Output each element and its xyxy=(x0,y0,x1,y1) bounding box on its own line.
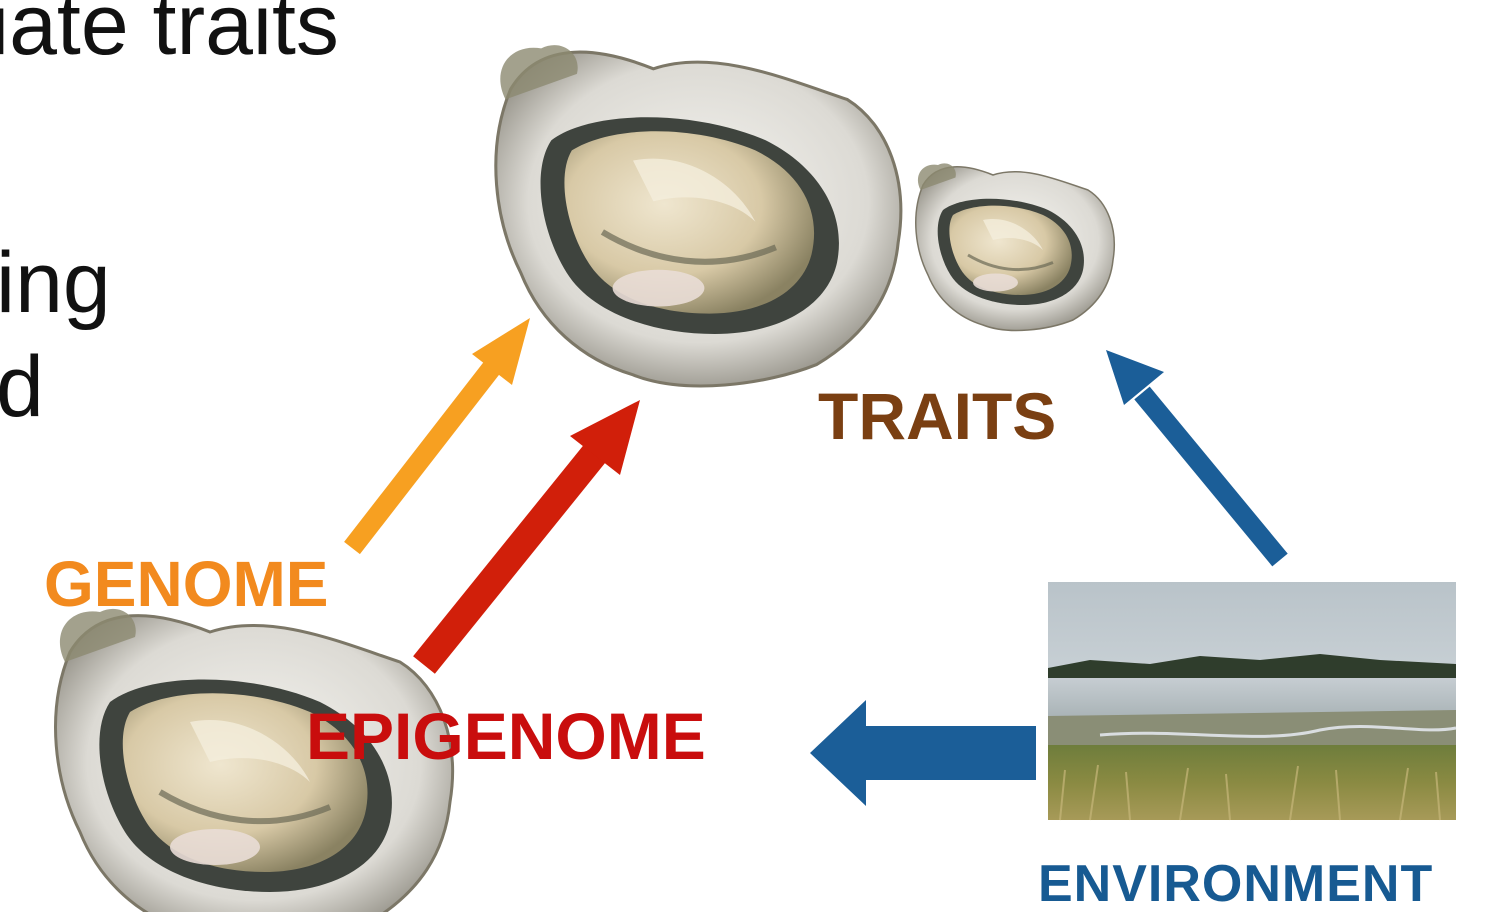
genome-arrow xyxy=(352,318,530,548)
label-traits: TRAITS xyxy=(818,383,1056,449)
environment-to-traits-arrow xyxy=(1106,350,1280,560)
label-genome: GENOME xyxy=(44,552,328,616)
oyster-large-image xyxy=(496,45,901,386)
epigenome-arrow xyxy=(424,400,640,665)
environment-to-epigenome-arrow xyxy=(810,700,1036,806)
label-environment: ENVIRONMENT xyxy=(1038,858,1433,910)
oyster-small-image xyxy=(916,163,1115,330)
environment-photo xyxy=(1048,582,1456,820)
label-epigenome: EPIGENOME xyxy=(306,703,706,769)
